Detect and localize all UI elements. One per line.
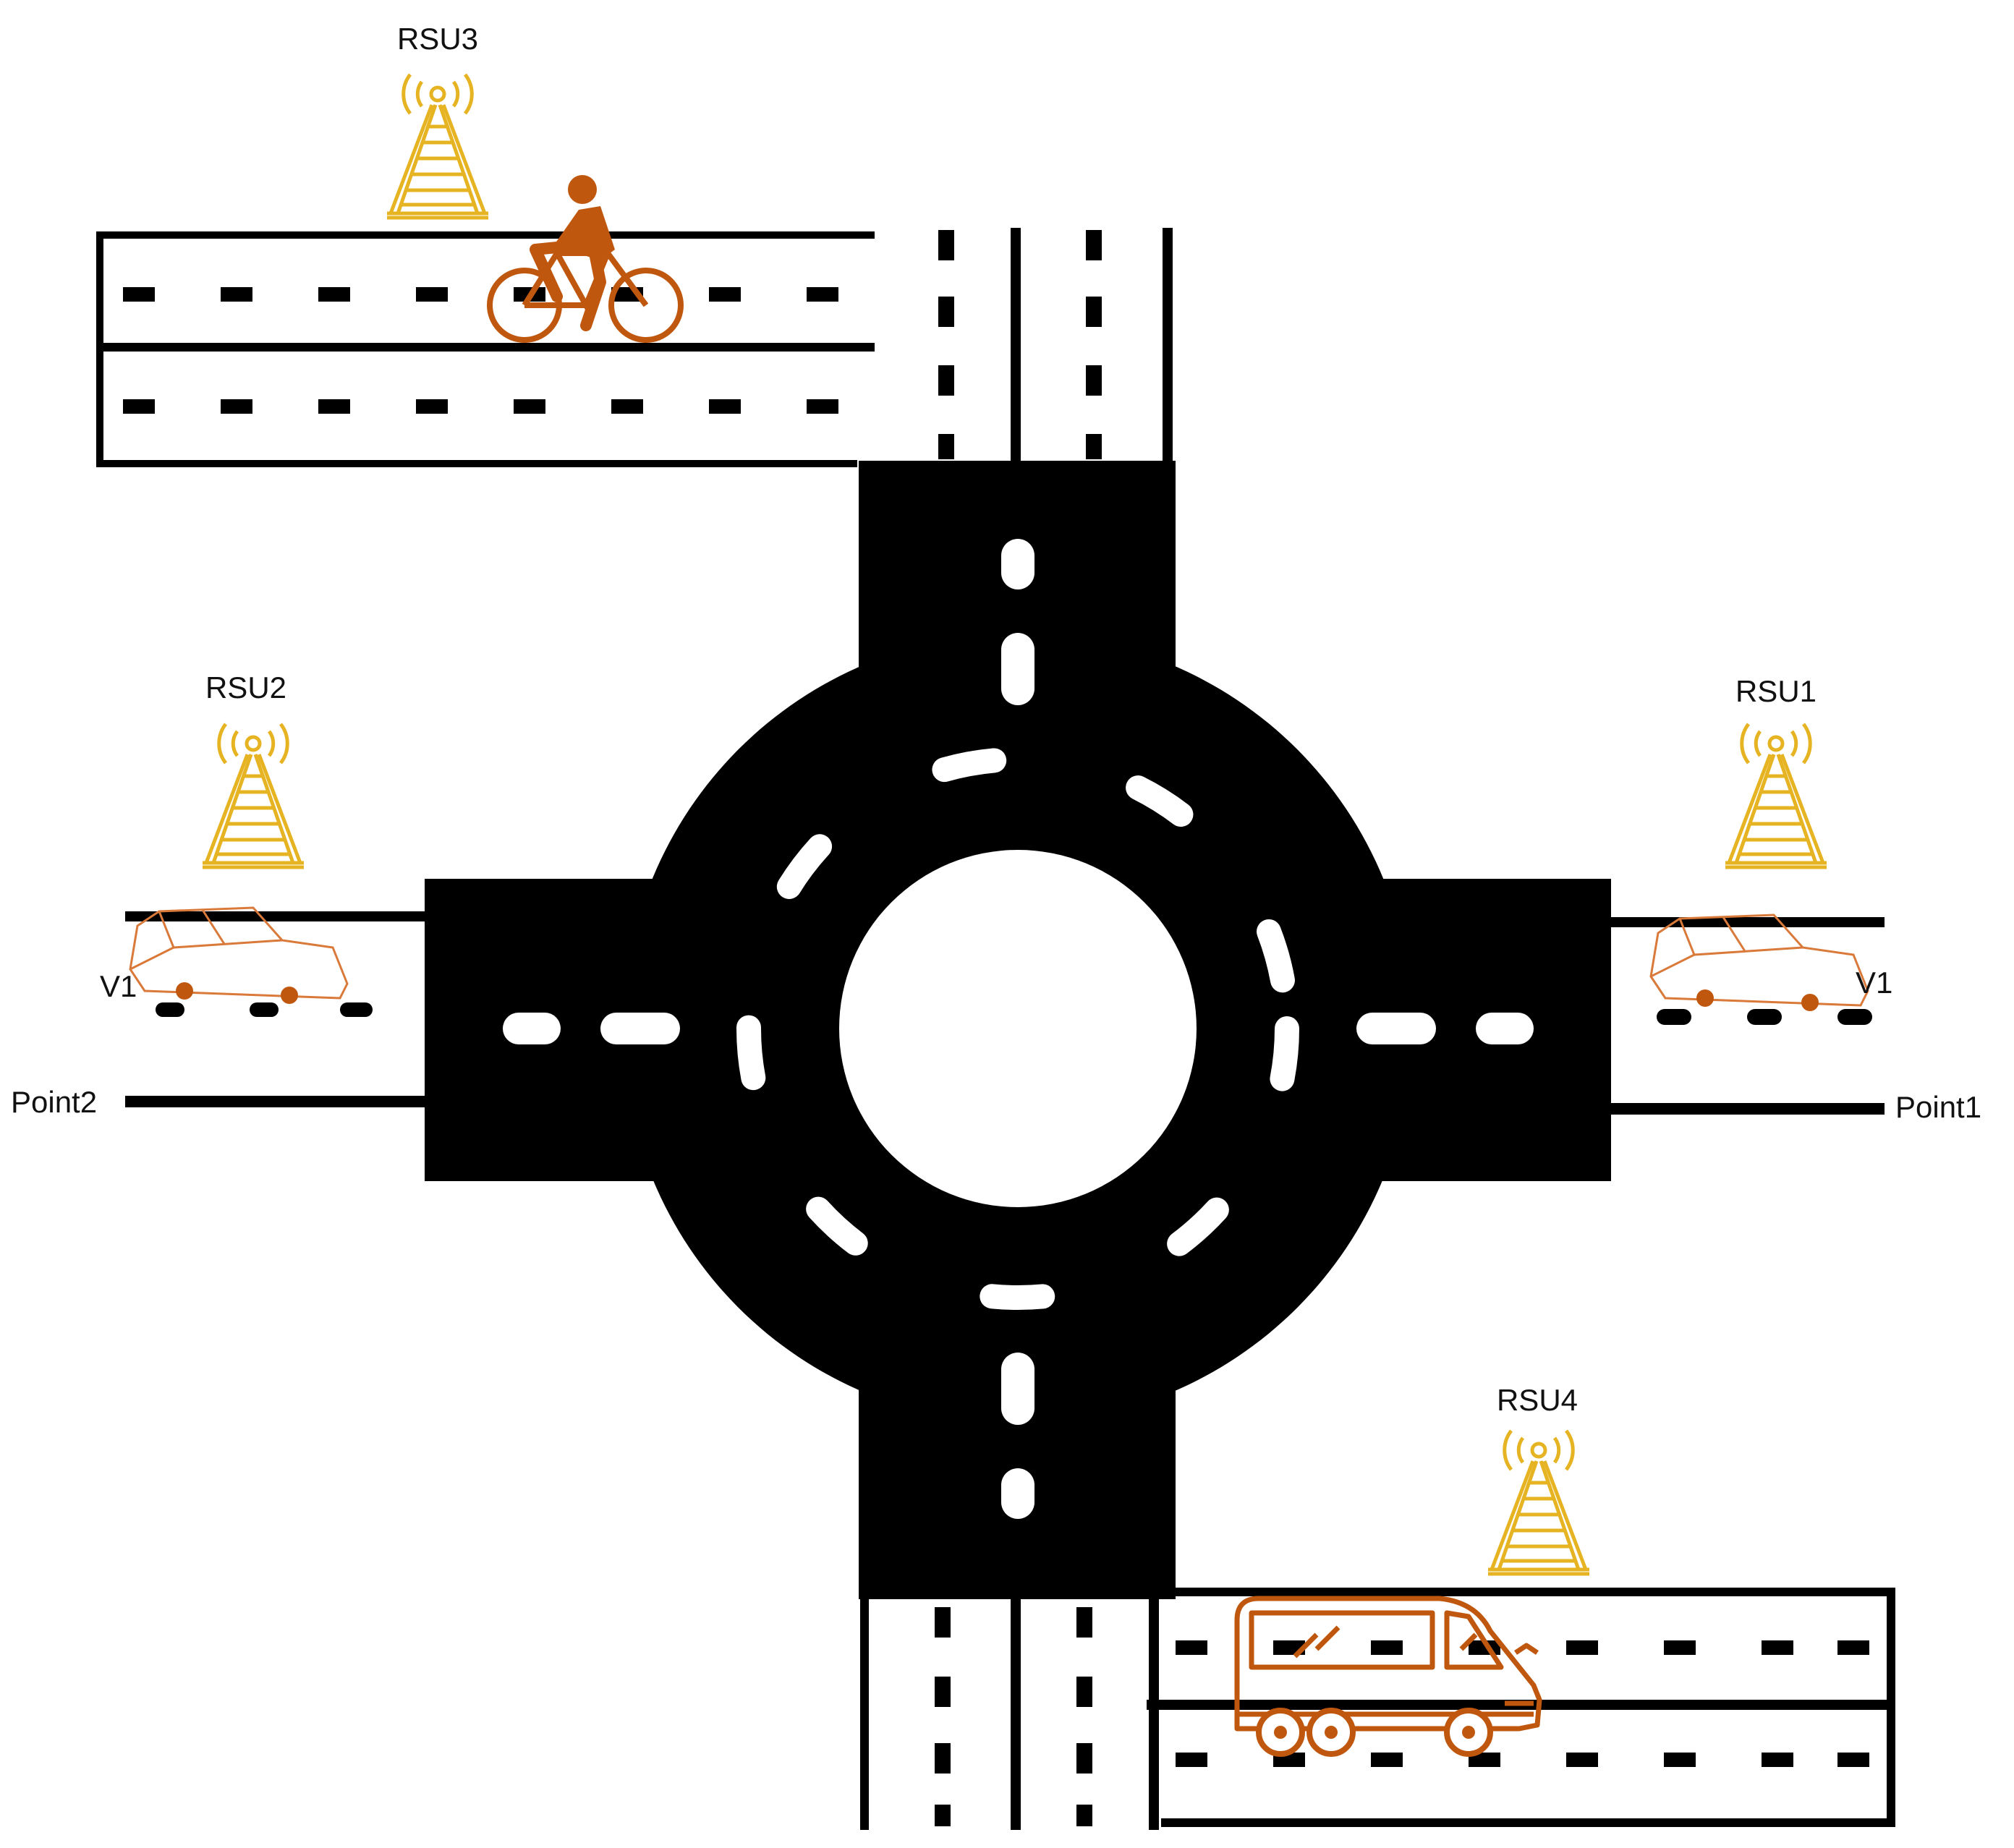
- left-road: [125, 911, 426, 1107]
- rsu2-radio-tower-icon: [203, 724, 304, 867]
- rsu3-label: RSU3: [397, 22, 478, 56]
- roundabout: [425, 461, 1611, 1599]
- rsu1-label: RSU1: [1735, 674, 1817, 708]
- top-road: [96, 231, 875, 467]
- bottom-vertical-road: [860, 1595, 1159, 1830]
- bus-icon: [1234, 1596, 1542, 1757]
- right-road: [1610, 917, 1885, 1115]
- v1-left-car-icon: [129, 906, 349, 1005]
- rsu2-label: RSU2: [205, 670, 286, 704]
- rsu3-radio-tower-icon: [387, 74, 488, 218]
- rsu1-radio-tower-icon: [1725, 724, 1827, 867]
- v1-left-label: V1: [100, 969, 137, 1003]
- bottom-road-lane-dashes: [1176, 1640, 1869, 1767]
- top-vertical-road: [938, 228, 1173, 463]
- top-road-lane-dashes: [123, 287, 838, 414]
- v1-right-label: V1: [1856, 966, 1892, 1000]
- bottom-road: [1147, 1588, 1895, 1827]
- ring-lane-markings: [736, 747, 1299, 1310]
- right-road-lane-dashes: [1657, 1009, 1872, 1025]
- approach-lane-markings: [503, 539, 1534, 1519]
- cyclist-icon: [487, 175, 684, 343]
- left-road-lane-dashes: [156, 1002, 373, 1017]
- point2-label: Point2: [11, 1085, 97, 1119]
- rsu4-label: RSU4: [1497, 1383, 1578, 1417]
- v1-right-car-icon: [1649, 914, 1869, 1013]
- rsu4-radio-tower-icon: [1488, 1431, 1589, 1574]
- center-island: [839, 850, 1197, 1207]
- point1-label: Point1: [1895, 1090, 1981, 1124]
